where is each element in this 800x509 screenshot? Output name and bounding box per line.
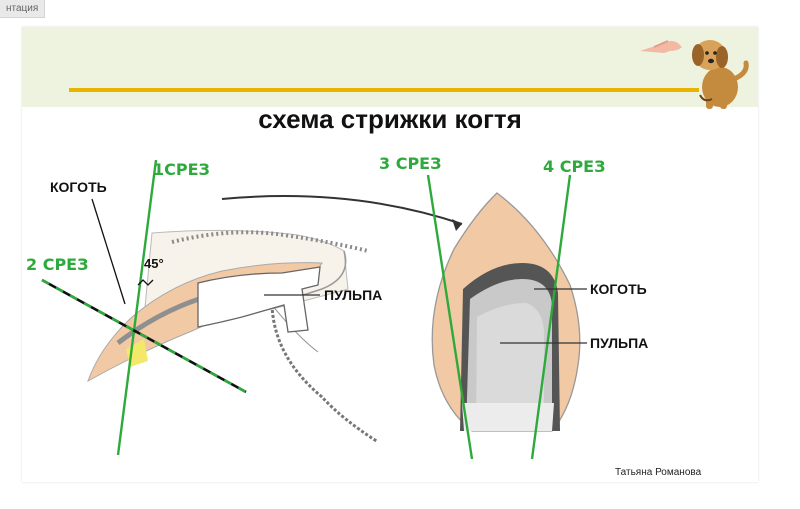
claw-left-pointer bbox=[91, 198, 126, 305]
angle-marker bbox=[137, 279, 154, 286]
pulp-right-label: ПУЛЬПА bbox=[590, 335, 648, 351]
pulp-left-label: ПУЛЬПА bbox=[324, 287, 382, 303]
dog-icon bbox=[692, 40, 749, 109]
hand-icon bbox=[640, 40, 682, 53]
cut4-label: 4 СРЕЗ bbox=[543, 157, 605, 176]
claw-front-view bbox=[431, 192, 581, 432]
cut2-label: 2 СРЕЗ bbox=[26, 255, 88, 274]
cut4-line bbox=[530, 174, 572, 460]
browser-tab-fragment[interactable]: нтация bbox=[0, 0, 46, 18]
angle-label: 45° bbox=[144, 256, 164, 271]
presentation-slide: схема стрижки когтя bbox=[22, 27, 758, 482]
header-divider bbox=[69, 88, 699, 92]
header-band bbox=[22, 27, 758, 107]
cut1-label: 1СРЕЗ bbox=[153, 160, 210, 179]
cut3-line bbox=[426, 174, 474, 460]
slide-title: схема стрижки когтя bbox=[258, 104, 522, 134]
author-credit: Татьяна Романова bbox=[615, 467, 702, 478]
dog-illustration bbox=[640, 40, 749, 109]
claw-right-label: КОГОТЬ bbox=[590, 281, 647, 297]
pointer-arrow bbox=[221, 195, 463, 225]
cut3-label: 3 СРЕЗ bbox=[379, 154, 441, 173]
cut1-line bbox=[116, 159, 158, 456]
claw-diagram: 1СРЕЗ 2 СРЕЗ 3 СРЕЗ 4 СРЕЗ КОГОТЬ 45° ПУ… bbox=[26, 154, 648, 460]
claw-side-view bbox=[87, 229, 379, 444]
claw-left-label: КОГОТЬ bbox=[50, 179, 107, 195]
